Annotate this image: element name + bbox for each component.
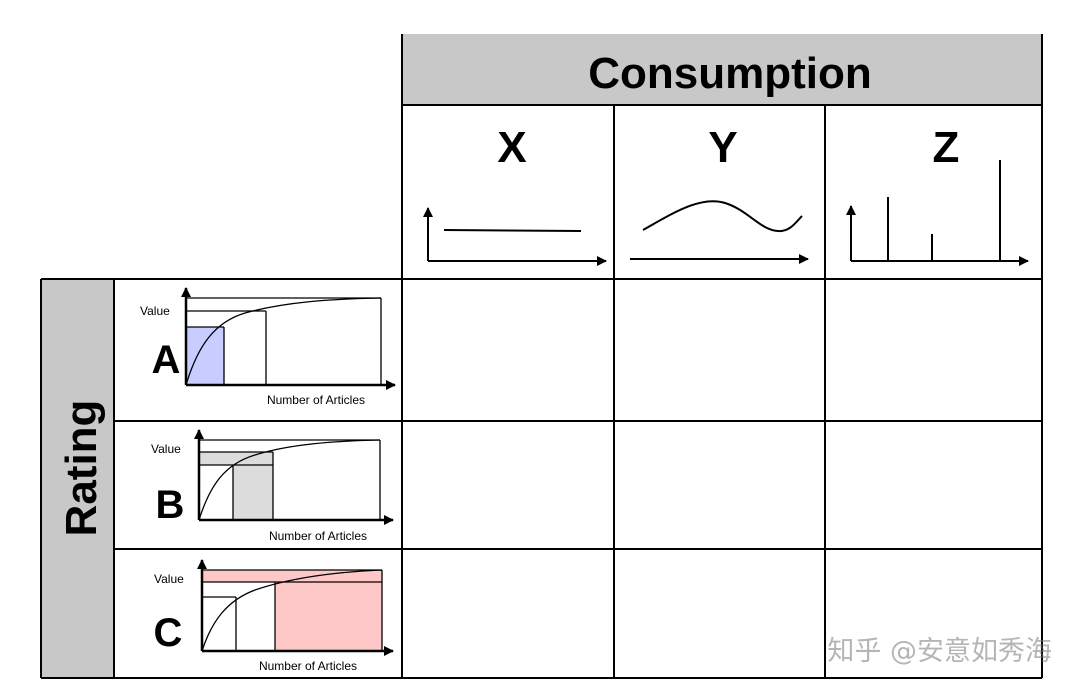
- column-label-x: X: [497, 123, 526, 172]
- consumption-header-bg: [402, 34, 1042, 105]
- pattern-x-flat-line: [423, 207, 607, 266]
- row-b-highlight-block: [233, 465, 273, 520]
- row-c-axis-y: Value: [154, 572, 184, 586]
- row-b-chart: B Value Number of Articles: [151, 429, 394, 543]
- row-a-highlight: [186, 327, 224, 385]
- row-c-label: C: [154, 611, 183, 655]
- row-b-label: B: [156, 483, 185, 527]
- row-a-axis-x: Number of Articles: [267, 393, 365, 407]
- row-c-chart: C Value Number of Articles: [154, 559, 394, 673]
- row-a-label: A: [152, 338, 181, 382]
- rating-sidebar-bg: [41, 279, 114, 678]
- row-b-axis-y: Value: [151, 442, 181, 456]
- grid: [40, 34, 1043, 679]
- column-label-z: Z: [933, 123, 960, 172]
- rating-title: Rating: [57, 400, 106, 537]
- consumption-title: Consumption: [588, 49, 872, 98]
- watermark: 知乎 @安意如秀海: [827, 636, 1052, 667]
- row-a-axis-y: Value: [140, 304, 170, 318]
- row-a-chart: A Value Number of Articles: [140, 287, 396, 407]
- column-label-y: Y: [708, 123, 737, 172]
- pattern-y-wave: [630, 200, 809, 264]
- row-c-axis-x: Number of Articles: [259, 659, 357, 673]
- row-c-highlight-block: [275, 582, 382, 651]
- pattern-z-spikes: [846, 160, 1029, 266]
- row-b-axis-x: Number of Articles: [269, 529, 367, 543]
